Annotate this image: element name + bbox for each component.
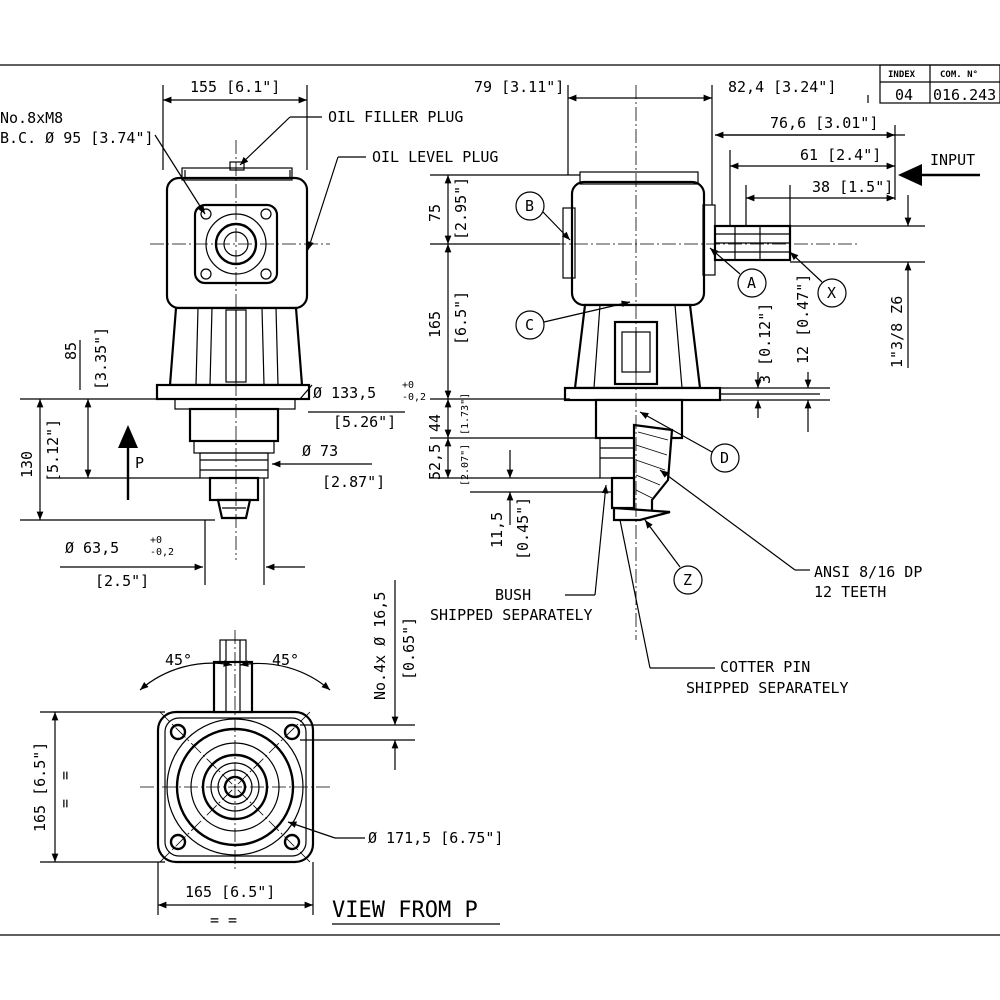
cotter-line2: SHIPPED SEPARATELY: [686, 679, 849, 697]
dim-44-in: [1.73"]: [460, 393, 471, 435]
index-value: 04: [895, 86, 913, 104]
callout-z: Z: [683, 571, 692, 589]
code-value: 016.243: [933, 86, 996, 104]
side-housing: [570, 180, 706, 307]
oil-filler-label: OIL FILLER PLUG: [328, 108, 463, 126]
front-width-dim: 155 [6.1"]: [190, 78, 280, 96]
callout-c: C: [525, 316, 534, 334]
bolt-note-line2: B.C. Ø 95 [3.74"]: [0, 129, 154, 147]
dim-52-5-in: [2.07"]: [460, 444, 471, 486]
equal-mark-bottom: =: [56, 799, 74, 808]
cotter-line1: COTTER PIN: [720, 658, 810, 676]
bottom-height-dim: 165 [6.5"]: [31, 742, 49, 832]
oil-level-label: OIL LEVEL PLUG: [372, 148, 498, 166]
dim-165-in: [6.5"]: [452, 291, 470, 345]
dim-61: 61 [2.4"]: [800, 146, 881, 164]
drawing-frame: [0, 64, 1000, 936]
bottom-view: 45° 45° No.4x Ø 16,5 [0.65"] 165 [6.5"] …: [31, 580, 503, 929]
dim-12: 12 [0.47"]: [794, 274, 812, 364]
dim-82: 82,4 [3.24"]: [728, 78, 836, 96]
bottom-width-dim: 165 [6.5"]: [185, 883, 275, 901]
arrow-p-label: P: [135, 454, 144, 472]
bolt-note-line1: No.8xM8: [0, 109, 63, 127]
callout-x: X: [827, 284, 836, 302]
title-block: INDEX COM. N° 04 016.243: [879, 64, 1000, 104]
ansi-line2: 12 TEETH: [814, 583, 886, 601]
outer-dia: Ø 171,5 [6.75"]: [368, 829, 503, 847]
hole-note-in: [0.65"]: [400, 617, 418, 680]
angle-left: 45°: [165, 651, 192, 669]
dim-75: 75: [426, 204, 444, 222]
view-from-p-label: VIEW FROM P: [332, 898, 478, 923]
bush-line1: BUSH: [495, 586, 531, 604]
pilot-in: [2.5"]: [95, 572, 149, 590]
callout-b: B: [525, 197, 534, 215]
index-header: INDEX: [888, 70, 916, 80]
equal-pair: = =: [210, 911, 237, 929]
dim-76: 76,6 [3.01"]: [770, 114, 878, 132]
spline-label: 1"3/8 Z6: [888, 296, 906, 368]
side-view: 79 [3.11"] 82,4 [3.24"] 76,6 [3.01"] 61 …: [426, 78, 980, 697]
hole-note: No.4x Ø 16,5: [371, 592, 389, 700]
pilot-tol-up: +0: [150, 535, 162, 546]
dim-75-in: [2.95"]: [452, 177, 470, 240]
callout-a: A: [747, 274, 756, 292]
dim-130: 130: [18, 451, 36, 478]
dim-11-5: 11,5: [488, 512, 506, 548]
front-view: 155 [6.1"] No.8xM8 B.C. Ø 95 [3.74"] OIL…: [0, 78, 498, 590]
dim-165: 165: [426, 311, 444, 338]
dim-44: 44: [426, 414, 444, 432]
hub-dia: Ø 73: [302, 442, 338, 460]
dim-3: 3 [0.12"]: [756, 303, 774, 384]
dim-38: 38 [1.5"]: [812, 178, 893, 196]
bush-line2: SHIPPED SEPARATELY: [430, 606, 593, 624]
pilot-tol-dn: -0,2: [150, 547, 174, 558]
dim-85-in: [3.35"]: [92, 327, 110, 390]
flange-dia: Ø 133,5: [313, 384, 376, 402]
pilot-dia: Ø 63,5: [65, 539, 119, 557]
equal-mark-top: =: [56, 771, 74, 780]
dim-52-5: 52,5: [426, 444, 444, 480]
flange-in: [5.26"]: [333, 413, 396, 431]
code-header: COM. N°: [940, 70, 978, 80]
dim-130-in: [5.12"]: [44, 419, 62, 482]
hub-in: [2.87"]: [322, 473, 385, 491]
front-mount-flange: [155, 383, 311, 401]
ansi-line1: ANSI 8/16 DP: [814, 563, 922, 581]
side-mount-flange: [563, 386, 722, 402]
flange-tol-up: +0: [402, 380, 414, 391]
angle-right: 45°: [272, 651, 299, 669]
flange-tol-dn: -0,2: [402, 392, 426, 403]
dim-79: 79 [3.11"]: [474, 78, 564, 96]
input-label: INPUT: [930, 151, 975, 169]
dim-85: 85: [62, 342, 80, 360]
callout-d: D: [720, 449, 729, 467]
dim-11-5-in: [0.45"]: [514, 497, 532, 560]
